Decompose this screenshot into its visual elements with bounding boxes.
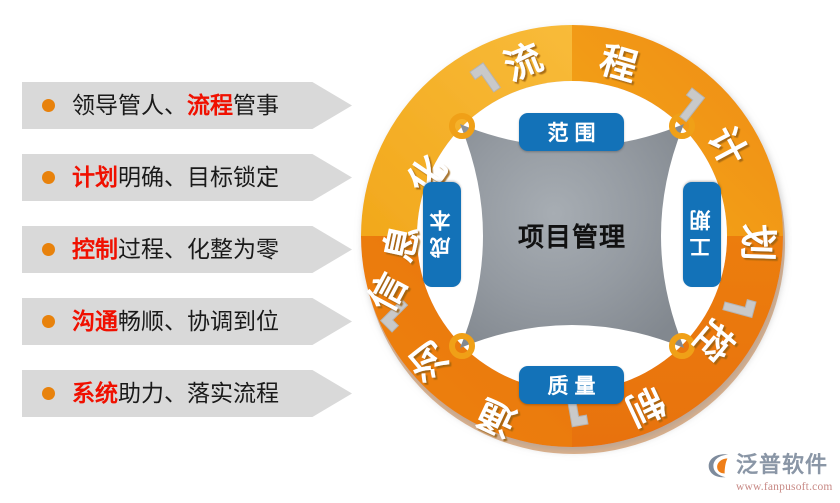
- list-item-text: 沟通畅顺、协调到位: [72, 310, 279, 333]
- arrow-banner-shape: [22, 154, 352, 201]
- bullet-dot-icon: [42, 171, 55, 184]
- arrow-banner-shape: [22, 370, 352, 417]
- bullet-dot-icon: [42, 315, 55, 328]
- wheel-graphic: 信 息 化 流 程 计 划 控 制 沟 通: [361, 25, 785, 454]
- list-item-text-suffix: 助力、落实流程: [118, 380, 279, 406]
- list-item-text-suffix: 畅顺、协调到位: [118, 308, 279, 334]
- bullet-dot-icon: [42, 99, 55, 112]
- list-item[interactable]: 计划明确、目标锁定: [22, 154, 352, 201]
- project-management-wheel: 信 息 化 流 程 计 划 控 制 沟 通 范围 质量 成本 工期 项目管理: [352, 2, 792, 472]
- ring-char: 息: [378, 221, 426, 266]
- list-item-text: 系统助力、落实流程: [72, 382, 279, 405]
- list-item-text-highlight: 计划: [72, 164, 118, 190]
- key-points-list: 领导管人、流程管事 计划明确、目标锁定 控制过程、化整为零 沟通畅顺、协调到位 …: [22, 82, 352, 442]
- fanpu-c-mark-icon: [708, 454, 729, 478]
- arrow-banner-shape: [22, 226, 352, 273]
- list-item-text-highlight: 系统: [72, 380, 118, 406]
- list-item[interactable]: 沟通畅顺、协调到位: [22, 298, 352, 345]
- bullet-dot-icon: [42, 387, 55, 400]
- list-item[interactable]: 领导管人、流程管事: [22, 82, 352, 129]
- list-item-text-highlight: 控制: [72, 236, 118, 262]
- bullet-dot-icon: [42, 243, 55, 256]
- center-title: 项目管理: [517, 222, 626, 252]
- list-item-text-suffix: 明确、目标锁定: [118, 164, 279, 190]
- arrow-banner-shape: [22, 82, 352, 129]
- list-item-text: 领导管人、流程管事: [72, 94, 279, 117]
- list-item-text-highlight: 沟通: [72, 308, 118, 334]
- badge-cost[interactable]: 成本: [423, 182, 461, 287]
- list-item-text-suffix: 过程、化整为零: [118, 236, 279, 262]
- list-item[interactable]: 控制过程、化整为零: [22, 226, 352, 273]
- brand-name: 泛普软件: [736, 452, 829, 477]
- badge-scope[interactable]: 范围: [519, 113, 624, 151]
- brand-url: www.fanpusoft.com: [736, 481, 833, 493]
- list-item-text-prefix: 领导管人、: [72, 92, 187, 118]
- list-item[interactable]: 系统助力、落实流程: [22, 370, 352, 417]
- badge-quality[interactable]: 质量: [519, 366, 624, 404]
- list-item-text: 控制过程、化整为零: [72, 238, 279, 261]
- badge-duration[interactable]: 工期: [683, 182, 721, 287]
- center-core-shape: [460, 124, 684, 348]
- arrow-banner-shape: [22, 298, 352, 345]
- list-item-text-highlight: 流程: [187, 92, 233, 118]
- list-item-text: 计划明确、目标锁定: [72, 166, 279, 189]
- list-item-text-suffix: 管事: [233, 92, 279, 118]
- ring-char: 划: [736, 223, 778, 261]
- brand-logo[interactable]: 泛普软件 www.fanpusoft.com: [704, 450, 834, 496]
